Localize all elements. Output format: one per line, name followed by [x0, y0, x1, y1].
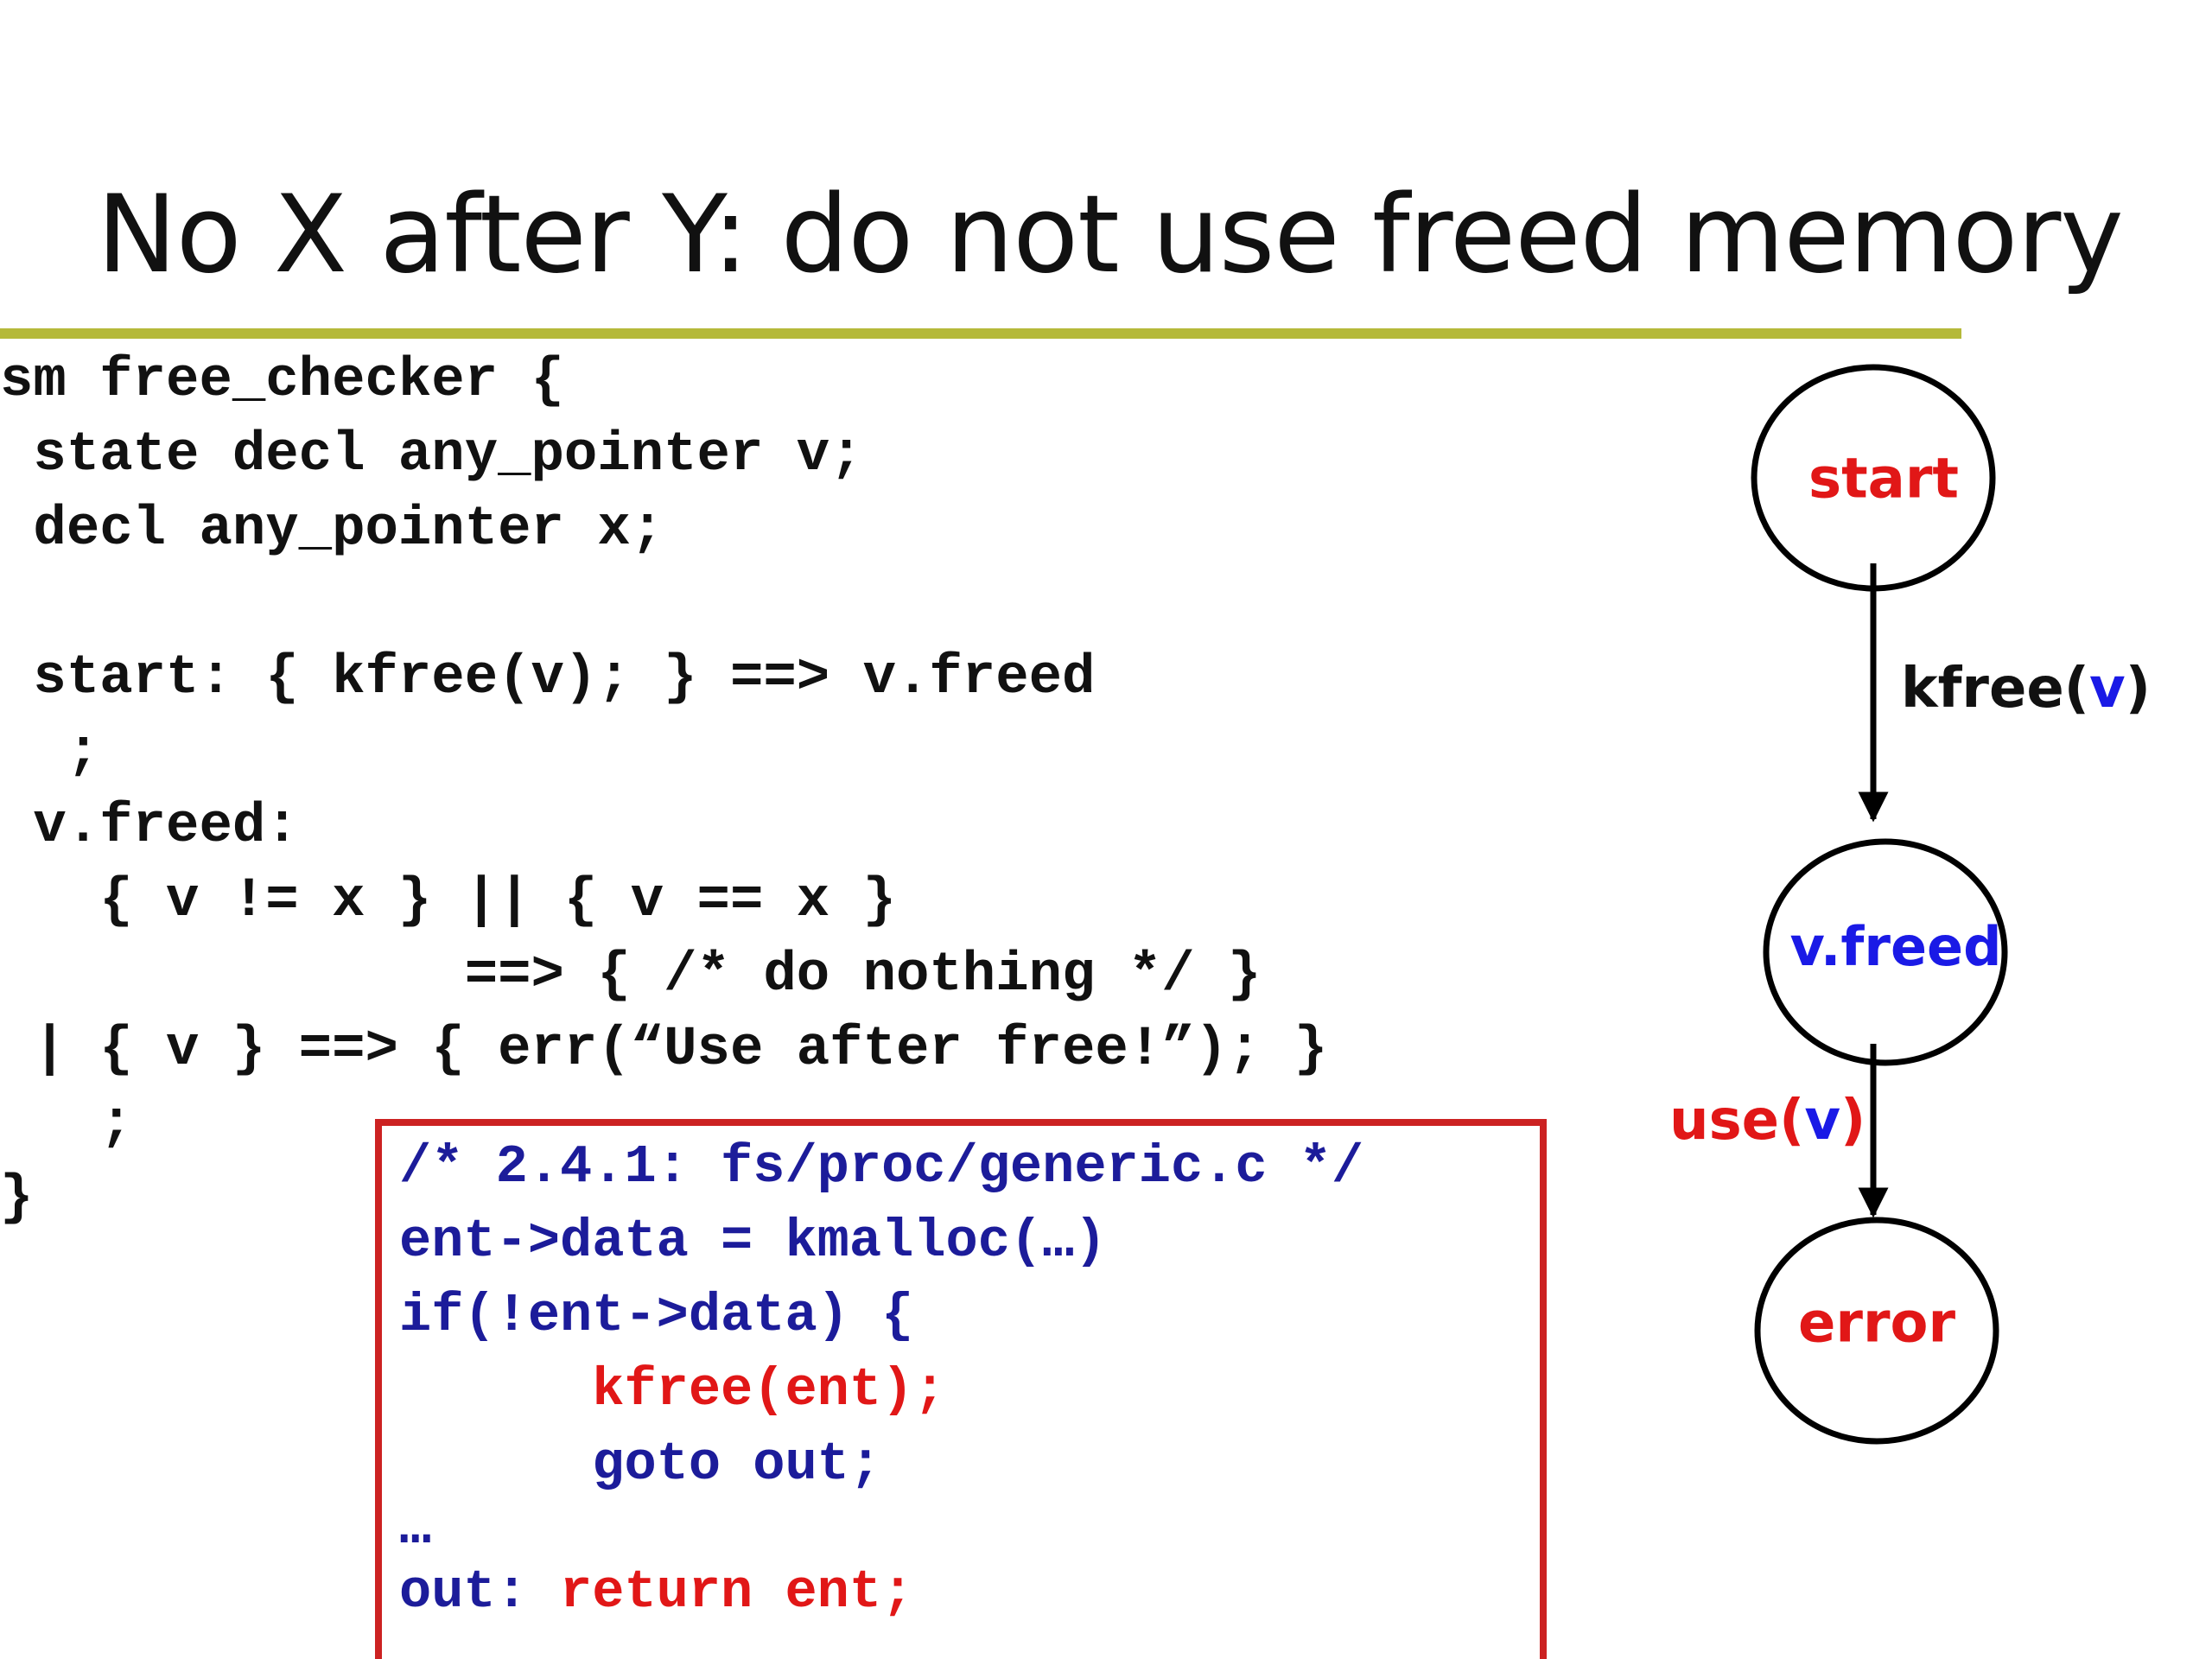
- code-line: ==> { /* do nothing */ }: [0, 944, 1262, 1007]
- code-line: | { v } ==> { err(“Use after free!”); }: [0, 1019, 1328, 1081]
- code-line: ;: [0, 1093, 133, 1155]
- code-line: start: { kfree(v); } ==> v.freed: [0, 647, 1096, 709]
- snippet-out-label: out:: [399, 1561, 561, 1623]
- code-line: }: [0, 1167, 34, 1230]
- bug-example-box: [375, 1119, 1547, 1659]
- code-line: state decl any_pointer v;: [0, 424, 863, 486]
- code-line: sm free_checker {: [0, 350, 564, 412]
- metal-checker-code: sm free_checker { state decl any_pointer…: [0, 344, 1327, 1236]
- code-line: v.freed:: [0, 796, 299, 858]
- transition-use-close: ): [1840, 1089, 1866, 1153]
- snippet-line: goto out;: [399, 1433, 882, 1495]
- transition-kfree-close: ): [2126, 657, 2151, 721]
- bug-example-code: /* 2.4.1: fs/proc/generic.c */ ent->data …: [399, 1130, 1363, 1630]
- state-freed: [1763, 838, 2008, 1066]
- transition-kfree-arg: v: [2089, 657, 2126, 721]
- state-freed-label: v.freed: [1790, 915, 2002, 978]
- state-error-label: error: [1798, 1292, 1956, 1356]
- transition-kfree-func: kfree(: [1901, 657, 2089, 721]
- snippet-line: if(!ent->data) {: [399, 1285, 914, 1346]
- snippet-comment: /* 2.4.1: fs/proc/generic.c */: [399, 1136, 1364, 1198]
- snippet-kfree-line: kfree(ent);: [399, 1359, 946, 1421]
- snippet-ellipsis: …: [399, 1497, 432, 1559]
- code-line: { v != x } || { v == x }: [0, 870, 896, 932]
- snippet-return-stmt: return ent;: [560, 1561, 914, 1623]
- transition-use-func: use(: [1669, 1089, 1804, 1153]
- code-line: decl any_pointer x;: [0, 499, 664, 561]
- snippet-return-line: out: return ent;: [399, 1555, 1363, 1630]
- state-error: [1754, 1217, 1999, 1445]
- title-divider: [0, 328, 1961, 339]
- transition-kfree-label: kfree(v): [1901, 657, 2151, 721]
- snippet-line: ent->data = kmalloc(…): [399, 1211, 1107, 1272]
- code-line: ;: [0, 721, 100, 784]
- transition-use-arg: v: [1804, 1089, 1840, 1153]
- slide-title: No X after Y: do not use freed memory: [97, 173, 2124, 297]
- transition-use-label: use(v): [1669, 1089, 1866, 1153]
- state-start-label: start: [1808, 448, 1959, 512]
